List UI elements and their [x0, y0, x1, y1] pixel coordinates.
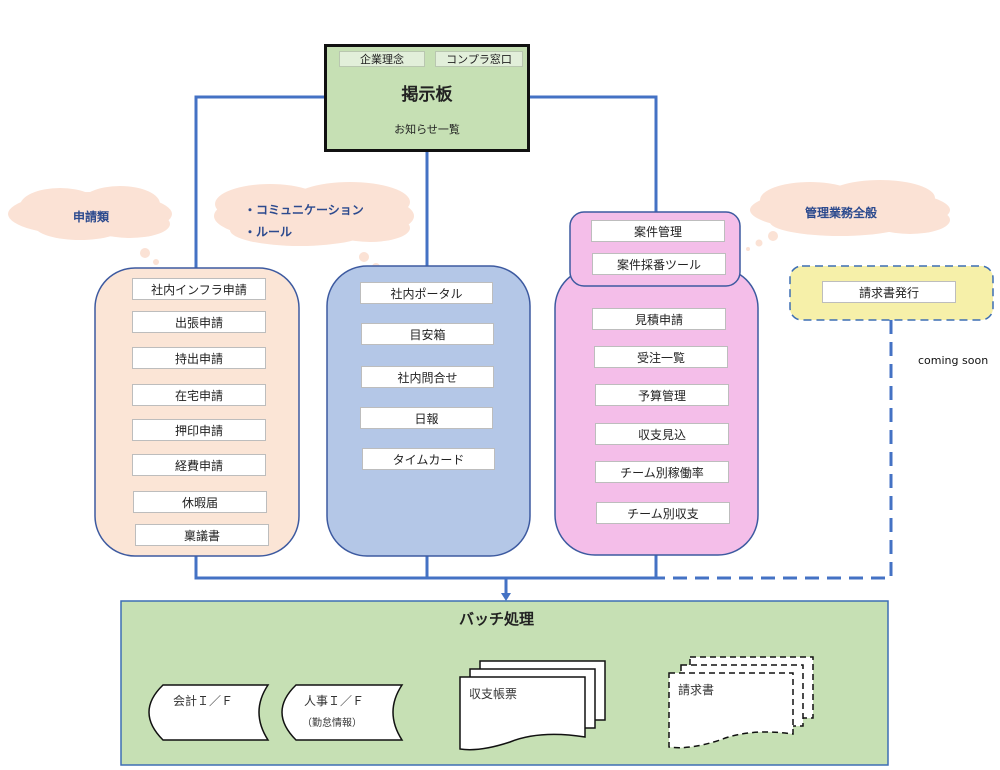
cloud-requests [8, 186, 172, 265]
requests-panel [94, 267, 300, 557]
arrow-head-icon [501, 593, 511, 601]
bulletin-board[interactable]: 企業理念 コンプラ窓口 掲示板 お知らせ一覧 [324, 44, 530, 152]
item-inquiry[interactable]: 社内問合せ [361, 366, 494, 388]
item-project-numbering[interactable]: 案件採番ツール [592, 253, 726, 275]
item-daily-report[interactable]: 日報 [360, 407, 493, 429]
item-team-utilization[interactable]: チーム別稼働率 [595, 461, 729, 483]
connector-lines [194, 95, 658, 594]
cloud-comm-line-1: ・コミュニケーション [244, 203, 364, 217]
cloud-comm-line-2: ・ルール [244, 225, 293, 239]
item-project-management[interactable]: 案件管理 [591, 220, 725, 242]
item-orders[interactable]: 受注一覧 [594, 346, 728, 368]
coming-soon-note: coming soon [918, 354, 989, 367]
item-takeout-request[interactable]: 持出申請 [132, 347, 266, 369]
item-forecast[interactable]: 収支見込 [595, 423, 729, 445]
item-timecard[interactable]: タイムカード [362, 448, 495, 470]
item-seal-request[interactable]: 押印申請 [132, 419, 266, 441]
item-infra-request[interactable]: 社内インフラ申請 [132, 278, 266, 300]
board-tag-compliance[interactable]: コンプラ窓口 [435, 51, 523, 67]
item-portal[interactable]: 社内ポータル [360, 282, 493, 304]
accounting-if-shape [148, 684, 270, 741]
item-business-trip[interactable]: 出張申請 [132, 311, 266, 333]
hr-if-label: 人事Ｉ／Ｆ [304, 694, 365, 708]
item-invoice-issue[interactable]: 請求書発行 [822, 281, 956, 303]
board-subtitle[interactable]: お知らせ一覧 [394, 123, 460, 136]
item-leave[interactable]: 休暇届 [133, 491, 267, 513]
accounting-if-label: 会計Ｉ／Ｆ [173, 694, 234, 708]
item-suggestion-box[interactable]: 目安箱 [361, 323, 494, 345]
cloud-management [746, 180, 950, 251]
invoice-shape [668, 656, 814, 749]
invoice-label: 請求書 [678, 683, 715, 697]
board-title: 掲示板 [401, 85, 453, 105]
cloud-requests-label: 申請類 [73, 210, 110, 224]
item-ringi[interactable]: 稟議書 [135, 524, 269, 546]
hr-if-shape [281, 684, 404, 741]
item-expense[interactable]: 経費申請 [132, 454, 266, 476]
item-remote-work[interactable]: 在宅申請 [132, 384, 266, 406]
income-report-label: 収支帳票 [469, 687, 518, 701]
item-estimate[interactable]: 見積申請 [592, 308, 726, 330]
cloud-mgmt-label: 管理業務全般 [805, 206, 878, 220]
income-report-shape [459, 660, 606, 751]
item-team-income[interactable]: チーム別収支 [596, 502, 730, 524]
hr-if-sublabel: （勤怠情報） [302, 718, 362, 729]
board-tag-philosophy[interactable]: 企業理念 [339, 51, 425, 67]
batch-title: バッチ処理 [459, 610, 535, 628]
item-budget[interactable]: 予算管理 [595, 384, 729, 406]
